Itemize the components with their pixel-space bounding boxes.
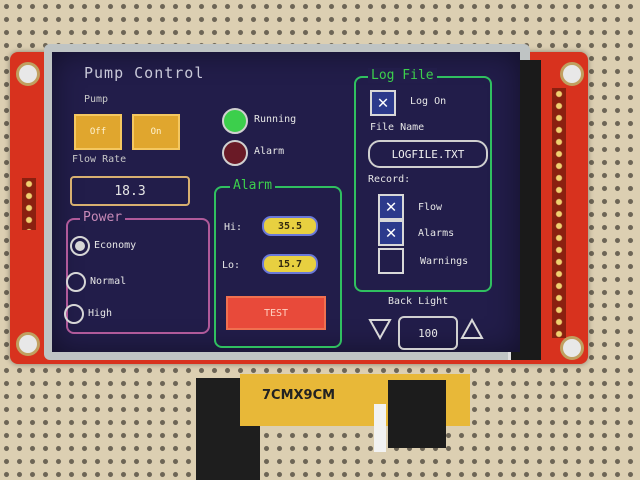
alarm-indicator	[222, 140, 248, 166]
file-name-field[interactable]: LOGFILE.TXT	[368, 140, 488, 168]
power-option-high: High	[88, 308, 113, 319]
tft-screen: Pump Control Pump Off On Flow Rate 18.3 …	[52, 52, 520, 352]
alarm-title: Alarm	[230, 178, 276, 193]
running-label: Running	[254, 114, 297, 125]
record-label: Record:	[368, 174, 411, 185]
log-on-label: Log On	[410, 96, 447, 107]
record-flow-checkbox[interactable]: ✕	[378, 194, 404, 220]
screen-title: Pump Control	[84, 64, 205, 82]
alarm-panel	[214, 186, 342, 348]
mount-hole	[16, 332, 40, 356]
pump-off-button[interactable]: Off	[74, 114, 122, 150]
pump-label: Pump	[84, 94, 109, 105]
record-warnings-checkbox[interactable]	[378, 248, 404, 274]
log-file-title: Log File	[368, 68, 437, 83]
radio-normal[interactable]	[66, 272, 86, 292]
alarm-status-label: Alarm	[254, 146, 285, 157]
backlight-label: Back Light	[388, 296, 449, 307]
pin-header-left	[22, 178, 36, 230]
radio-high[interactable]	[64, 304, 84, 324]
backlight-up-icon[interactable]	[460, 318, 484, 340]
power-option-economy: Economy	[94, 240, 137, 251]
alarm-lo-value[interactable]: 15.7	[262, 254, 318, 274]
power-option-normal: Normal	[90, 276, 127, 287]
alarm-hi-label: Hi:	[224, 222, 243, 233]
radio-economy[interactable]	[70, 236, 90, 256]
flow-rate-value: 18.3	[70, 176, 190, 206]
mount-hole	[560, 336, 584, 360]
power-title: Power	[80, 210, 126, 225]
mount-hole	[560, 62, 584, 86]
pin-header-right	[552, 88, 566, 338]
backlight-value: 100	[398, 316, 458, 350]
record-alarms-label: Alarms	[418, 228, 455, 239]
mount-hole	[16, 62, 40, 86]
alarm-test-button[interactable]: TEST	[226, 296, 326, 330]
flow-rate-label: Flow Rate	[72, 154, 127, 165]
board-silkscreen: 7CMX9CM	[262, 388, 336, 403]
ic-chip	[388, 380, 446, 448]
record-alarms-checkbox[interactable]: ✕	[378, 220, 404, 246]
record-warnings-label: Warnings	[420, 256, 469, 267]
resistor	[374, 404, 386, 452]
file-name-label: File Name	[370, 122, 425, 133]
running-indicator	[222, 108, 248, 134]
backlight-down-icon[interactable]	[368, 318, 392, 340]
log-on-checkbox[interactable]: ✕	[370, 90, 396, 116]
record-flow-label: Flow	[418, 202, 443, 213]
alarm-lo-label: Lo:	[222, 260, 241, 271]
pump-on-button[interactable]: On	[132, 114, 180, 150]
alarm-hi-value[interactable]: 35.5	[262, 216, 318, 236]
